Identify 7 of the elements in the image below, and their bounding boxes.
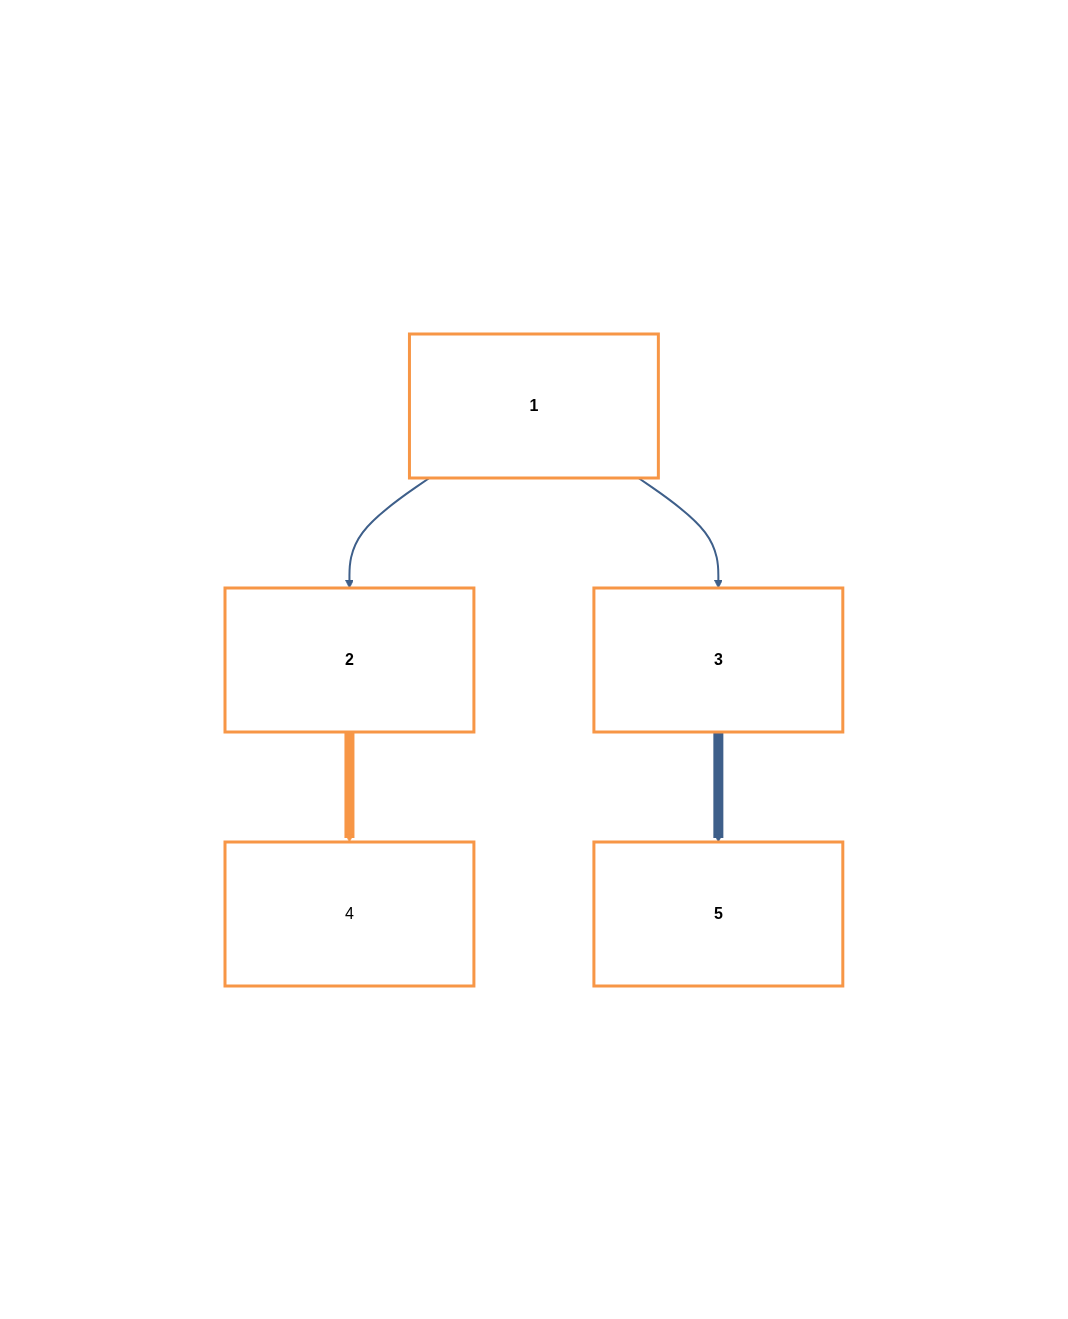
arrow — [713, 731, 724, 842]
arrow — [344, 731, 355, 842]
node-box: 5 — [592, 840, 845, 987]
node-box: 2 — [223, 586, 476, 733]
node-box: 3 — [592, 586, 845, 733]
node-box: 4 — [223, 840, 476, 987]
node-box: 1 — [408, 332, 660, 479]
